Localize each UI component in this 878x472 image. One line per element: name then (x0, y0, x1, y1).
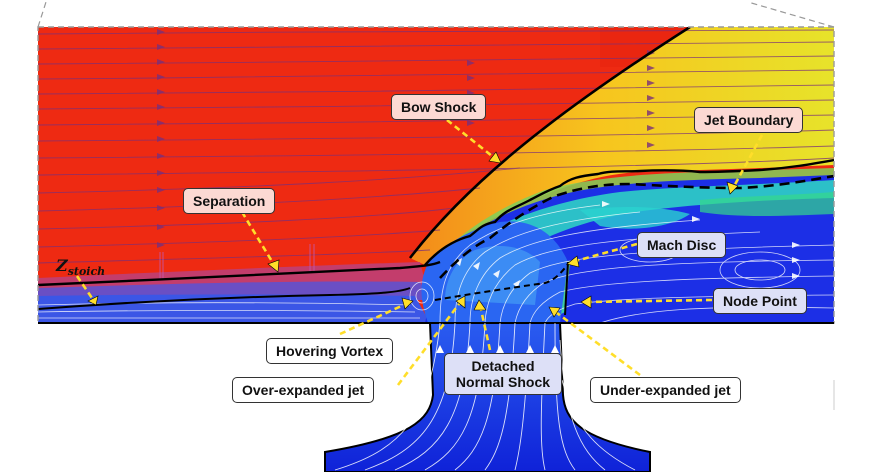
jet-boundary-dashed (439, 174, 834, 279)
label-node-point: Node Point (713, 288, 807, 314)
zoom-guide-left (37, 1, 47, 28)
label-over-expanded-jet: Over-expanded jet (232, 377, 375, 403)
label-mach-disc: Mach Disc (637, 232, 727, 258)
label-under-expanded-jet: Under-expanded jet (590, 377, 741, 403)
label-jet-boundary: Jet Boundary (694, 107, 804, 133)
leader-lines (75, 118, 764, 386)
label-separation: Separation (183, 188, 276, 214)
label-bow-shock: Bow Shock (391, 94, 487, 120)
injector-nozzle (324, 322, 651, 472)
separation-line (38, 260, 441, 287)
jet-streamlines (38, 204, 834, 323)
label-detached-normal-shock: Detached Normal Shock (444, 353, 562, 395)
mach-disc-line (564, 261, 569, 316)
label-detached-line1: Detached (471, 358, 535, 374)
z-stoich-line (38, 287, 411, 310)
detached-normal-shock-line (434, 263, 569, 301)
z-stoich-main: Z (56, 256, 68, 275)
label-hovering-vortex: Hovering Vortex (266, 338, 394, 364)
bow-shock-line (408, 27, 691, 259)
label-detached-line2: Normal Shock (455, 374, 551, 390)
jet-boundary-line (424, 158, 834, 266)
z-stoich-sub: stoich (67, 265, 106, 279)
zoom-guide-right (747, 1, 835, 28)
label-z-stoich: Zstoich (56, 258, 105, 280)
